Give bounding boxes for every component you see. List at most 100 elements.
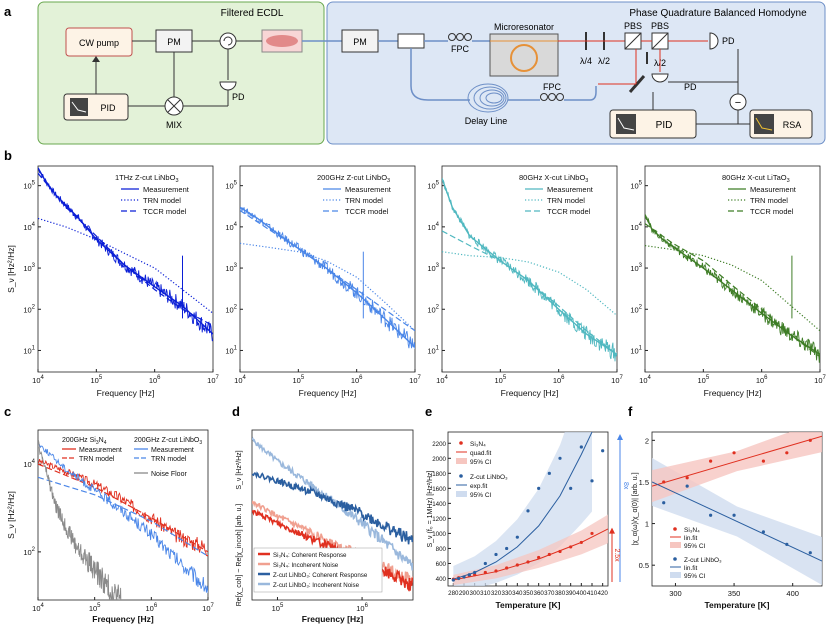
legend-label: Z-cut LiNbO₃ — [684, 557, 722, 564]
x-tick-label: 106 — [756, 375, 768, 385]
legend-swatch — [459, 474, 463, 478]
filtered-ecdl-title: Filtered ECDL — [221, 8, 284, 19]
legend-label: TCCR model — [547, 207, 591, 216]
plot-frame — [441, 165, 618, 373]
legend-swatch — [673, 557, 677, 561]
x-tick-label: 106 — [553, 375, 565, 385]
y-tick-label: 1000 — [432, 531, 446, 538]
fpc2-label: FPC — [543, 82, 562, 92]
data-point — [462, 575, 466, 579]
pbs1-label: PBS — [624, 21, 642, 31]
delay-line-label: Delay Line — [465, 116, 508, 126]
microresonator-chip — [489, 33, 559, 77]
legend-label: exp.fit — [470, 483, 488, 490]
y-tick-label: 103 — [225, 263, 237, 273]
fpc1-label: FPC — [451, 44, 470, 54]
data-point — [732, 451, 736, 455]
data-point — [601, 449, 605, 453]
x-tick-label: 105 — [272, 603, 284, 613]
x-tick-label: 107 — [207, 375, 219, 385]
data-point — [515, 535, 519, 539]
series-group — [645, 214, 820, 363]
legend-label: TCCR model — [143, 207, 187, 216]
data-point — [662, 480, 666, 484]
series-dashed — [442, 230, 617, 355]
legend-label: TRN model — [79, 456, 115, 463]
arrow-up-icon — [609, 527, 615, 534]
data-point — [808, 438, 812, 442]
y-tick-label: 103 — [427, 263, 439, 273]
legend-label: Z-cut LiNbO₃ — [470, 474, 508, 481]
ring-resonator-icon — [510, 44, 538, 72]
y-tick-label: 104 — [225, 222, 237, 232]
x-tick-label: 107 — [202, 603, 214, 613]
legend-label: 95% CI — [470, 459, 492, 466]
arrow-up-icon — [617, 434, 623, 440]
pd2-icon — [709, 32, 719, 50]
series-dotted — [645, 245, 820, 332]
annotation-8x: 8x — [622, 482, 629, 490]
pid1-screen-icon — [70, 98, 88, 116]
x-tick-label: 107 — [611, 375, 623, 385]
legend-label: Measurement — [345, 185, 392, 194]
y-axis-label-bottom: Re[χ_coh] ~ Re[χ_incoh] [arb. u.] — [236, 504, 243, 607]
series-dashed — [645, 223, 820, 358]
series-linbo3-measurement — [38, 442, 208, 594]
arrow-up-icon — [92, 56, 100, 62]
data-point — [590, 479, 594, 483]
homodyne-title: Phase Quadrature Balanced Homodyne — [629, 8, 807, 19]
x-axis-label: Frequency [Hz] — [501, 388, 559, 398]
data-point — [457, 576, 461, 581]
legend-label: Si₃N₄ — [470, 441, 486, 448]
x-tick-label: 104 — [32, 603, 44, 613]
annotation-2-5x: 2.5x — [613, 548, 620, 562]
legend-label: Z-cut LiNbO₃: Incoherent Noise — [273, 582, 360, 589]
pid1-label: PID — [100, 103, 116, 113]
y-tick-label: 2000 — [432, 456, 446, 463]
y-tick-label: 600 — [436, 561, 447, 568]
x-tick-label: 290 — [459, 590, 470, 597]
data-point — [547, 552, 551, 557]
y-tick-label: 0.5 — [639, 561, 649, 570]
data-point — [483, 561, 487, 566]
y-tick-label: 104 — [427, 222, 439, 232]
x-axis-label: Frequency [Hz] — [97, 388, 155, 398]
legend-label: Measurement — [547, 185, 594, 194]
data-point — [569, 545, 573, 549]
x-tick-label: 106 — [351, 375, 363, 385]
series-dashed — [240, 209, 415, 332]
data-point — [761, 530, 765, 534]
x-axis-label: Frequency [Hz] — [299, 388, 357, 398]
homodyne-box — [326, 1, 826, 145]
legend-label: TRN model — [151, 456, 187, 463]
legend-label: 95% CI — [684, 573, 706, 580]
legend-label: TRN model — [143, 196, 181, 205]
rsa-trace-icon — [755, 117, 773, 131]
fit-exp.fit — [453, 432, 593, 580]
x-axis-label: Temperature [K] — [495, 600, 560, 610]
x-tick-label: 360 — [534, 590, 545, 597]
microresonator-label: Microresonator — [494, 22, 554, 32]
pbs2-label: PBS — [651, 21, 669, 31]
x-tick-label: 107 — [814, 375, 826, 385]
data-point — [483, 570, 487, 575]
x-tick-label: 400 — [576, 590, 587, 597]
legend-label: Measurement — [151, 447, 194, 454]
series-group — [442, 178, 617, 362]
x-tick-label: 310 — [480, 590, 491, 597]
x-axis-label: Frequency [Hz] — [704, 388, 762, 398]
legend-swatch — [456, 458, 467, 464]
panel-label-f: f — [628, 404, 633, 419]
series-dotted — [442, 251, 617, 317]
y-tick-label: 101 — [427, 345, 439, 355]
series-dashed — [38, 172, 213, 327]
series-linbo3-trn-model — [38, 476, 208, 557]
panel-label-e: e — [425, 404, 432, 419]
y-axis-label: S_ν (f₀ = 1MHz) [Hz²/Hz] — [427, 470, 434, 547]
